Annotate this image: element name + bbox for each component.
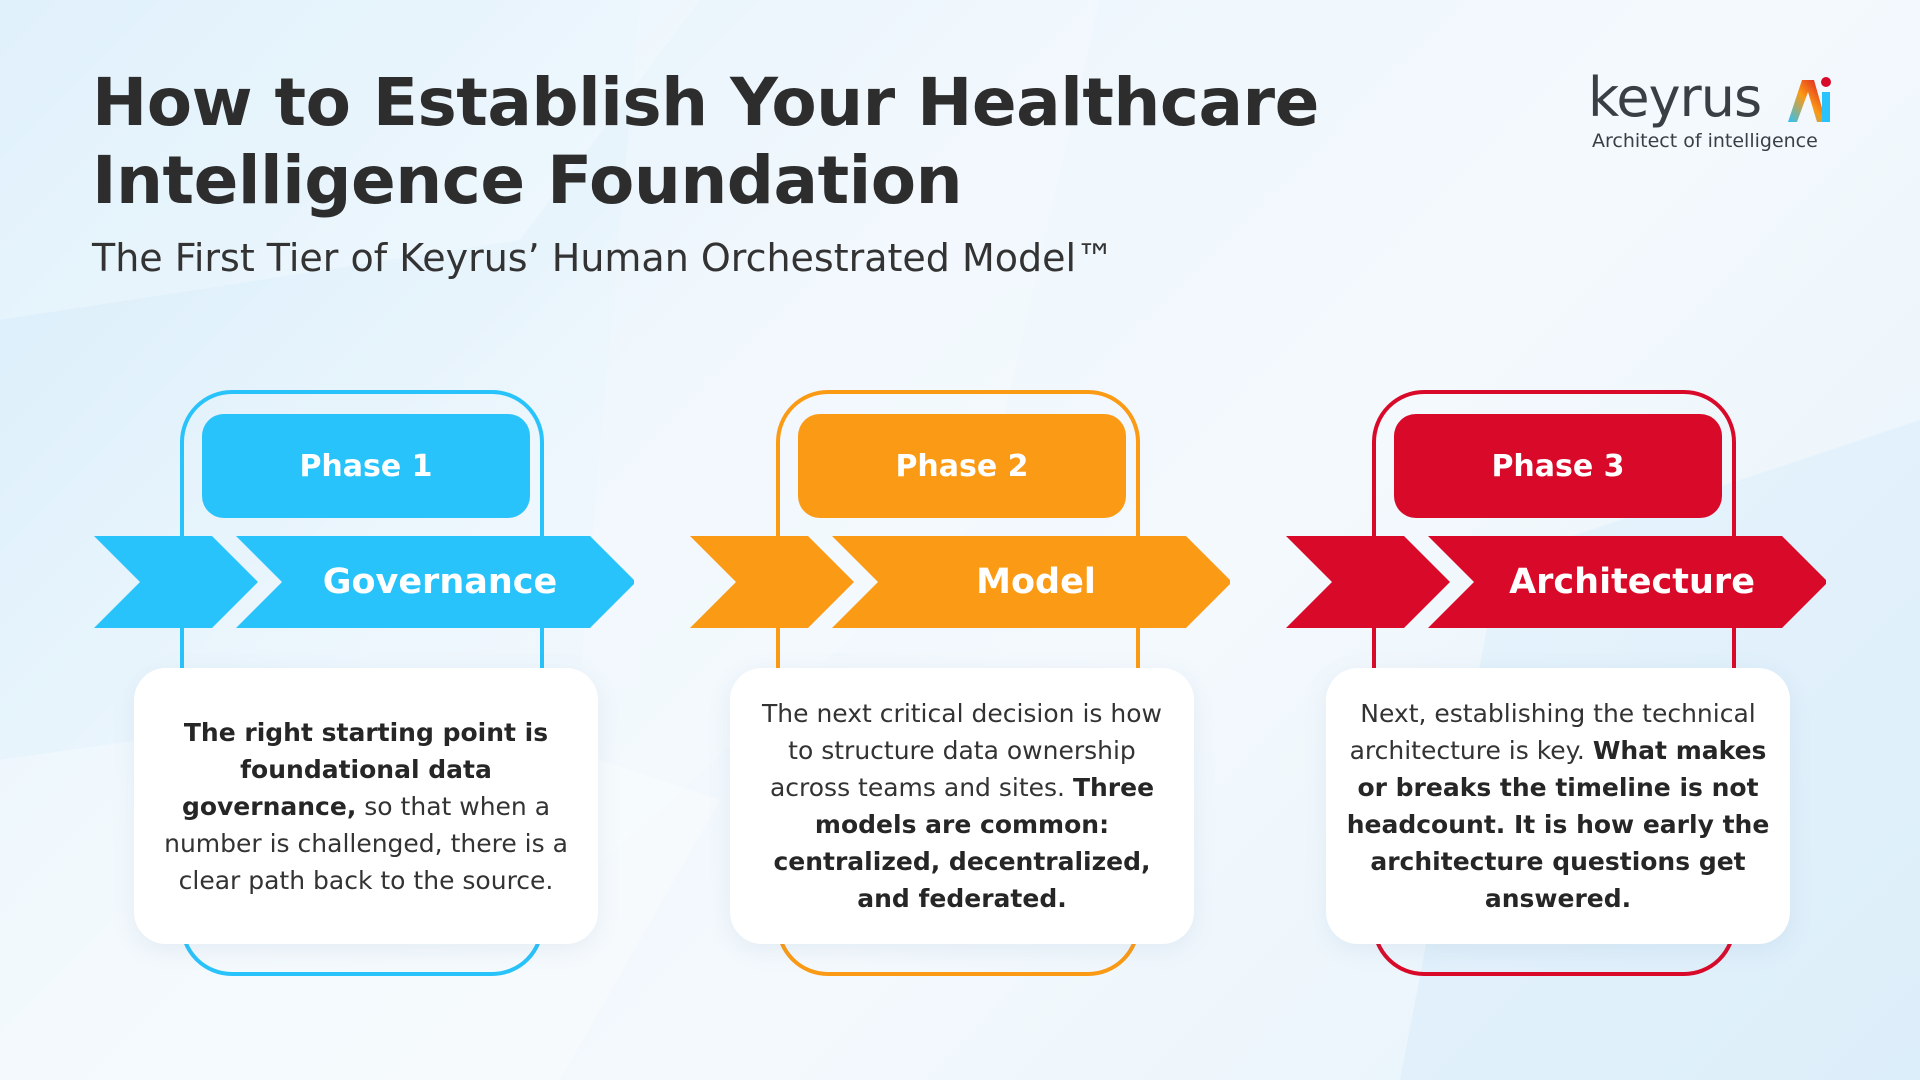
logo-ai-badge	[1788, 77, 1831, 122]
title-line-2: Intelligence Foundation	[92, 142, 963, 219]
phase-1-block: Phase 1 Governance The right starting po…	[94, 390, 634, 990]
phase-1-chevron-arrows	[94, 536, 634, 628]
phase-1-description-card: The right starting point is foundational…	[134, 668, 598, 944]
phase-1-pill: Phase 1	[202, 414, 530, 518]
phase-3-small-chevron	[1286, 536, 1450, 628]
phase-1-title: Governance	[322, 562, 558, 602]
page-subtitle: The First Tier of Keyrus’ Human Orchestr…	[92, 236, 1115, 280]
phase-2-block: Phase 2 Model The next critical decision…	[690, 390, 1230, 990]
phase-2-description: The next critical decision is how to str…	[748, 695, 1176, 917]
phase-1-description: The right starting point is foundational…	[152, 714, 580, 899]
phase-1-description-bold: The right starting point is foundational…	[181, 717, 549, 821]
phase-3-pill: Phase 3	[1394, 414, 1722, 518]
phase-2-large-chevron	[832, 536, 1230, 628]
logo-tagline: Architect of intelligence	[1592, 130, 1818, 152]
phase-2-chevron-arrows	[690, 536, 1230, 628]
phase-3-chevron-arrows	[1286, 536, 1826, 628]
phase-3-block: Phase 3 Architecture Next, establishing …	[1286, 390, 1826, 990]
phase-1-description-regular: so that when a number is challenged, the…	[164, 791, 568, 895]
phase-3-description: Next, establishing the technical archite…	[1344, 695, 1772, 917]
phase-2-pill: Phase 2	[798, 414, 1126, 518]
keyrus-logo: keyrus Architect of intelligence	[1588, 66, 1831, 162]
phase-3-description-regular: Next, establishing the technical archite…	[1349, 699, 1756, 765]
phase-1-large-chevron	[236, 536, 634, 628]
phase-2-description-bold: Three models are common: centralized, de…	[773, 773, 1155, 913]
phase-2-description-card: The next critical decision is how to str…	[730, 668, 1194, 944]
phase-3-description-bold: What makes or breaks the timeline is not…	[1346, 736, 1770, 913]
phase-2-small-chevron	[690, 536, 854, 628]
title-line-1: How to Establish Your Healthcare	[92, 64, 1319, 141]
page-title: How to Establish Your Healthcare Intelli…	[92, 64, 1319, 220]
phase-2-description-regular: The next critical decision is how to str…	[762, 699, 1162, 802]
phase-2-title: Model	[976, 562, 1096, 602]
logo-wordmark: keyrus	[1588, 66, 1762, 129]
phase-3-description-card: Next, establishing the technical archite…	[1326, 668, 1790, 944]
phase-1-small-chevron	[94, 536, 258, 628]
phase-3-large-chevron	[1428, 536, 1826, 628]
phase-3-title: Architecture	[1509, 562, 1755, 602]
